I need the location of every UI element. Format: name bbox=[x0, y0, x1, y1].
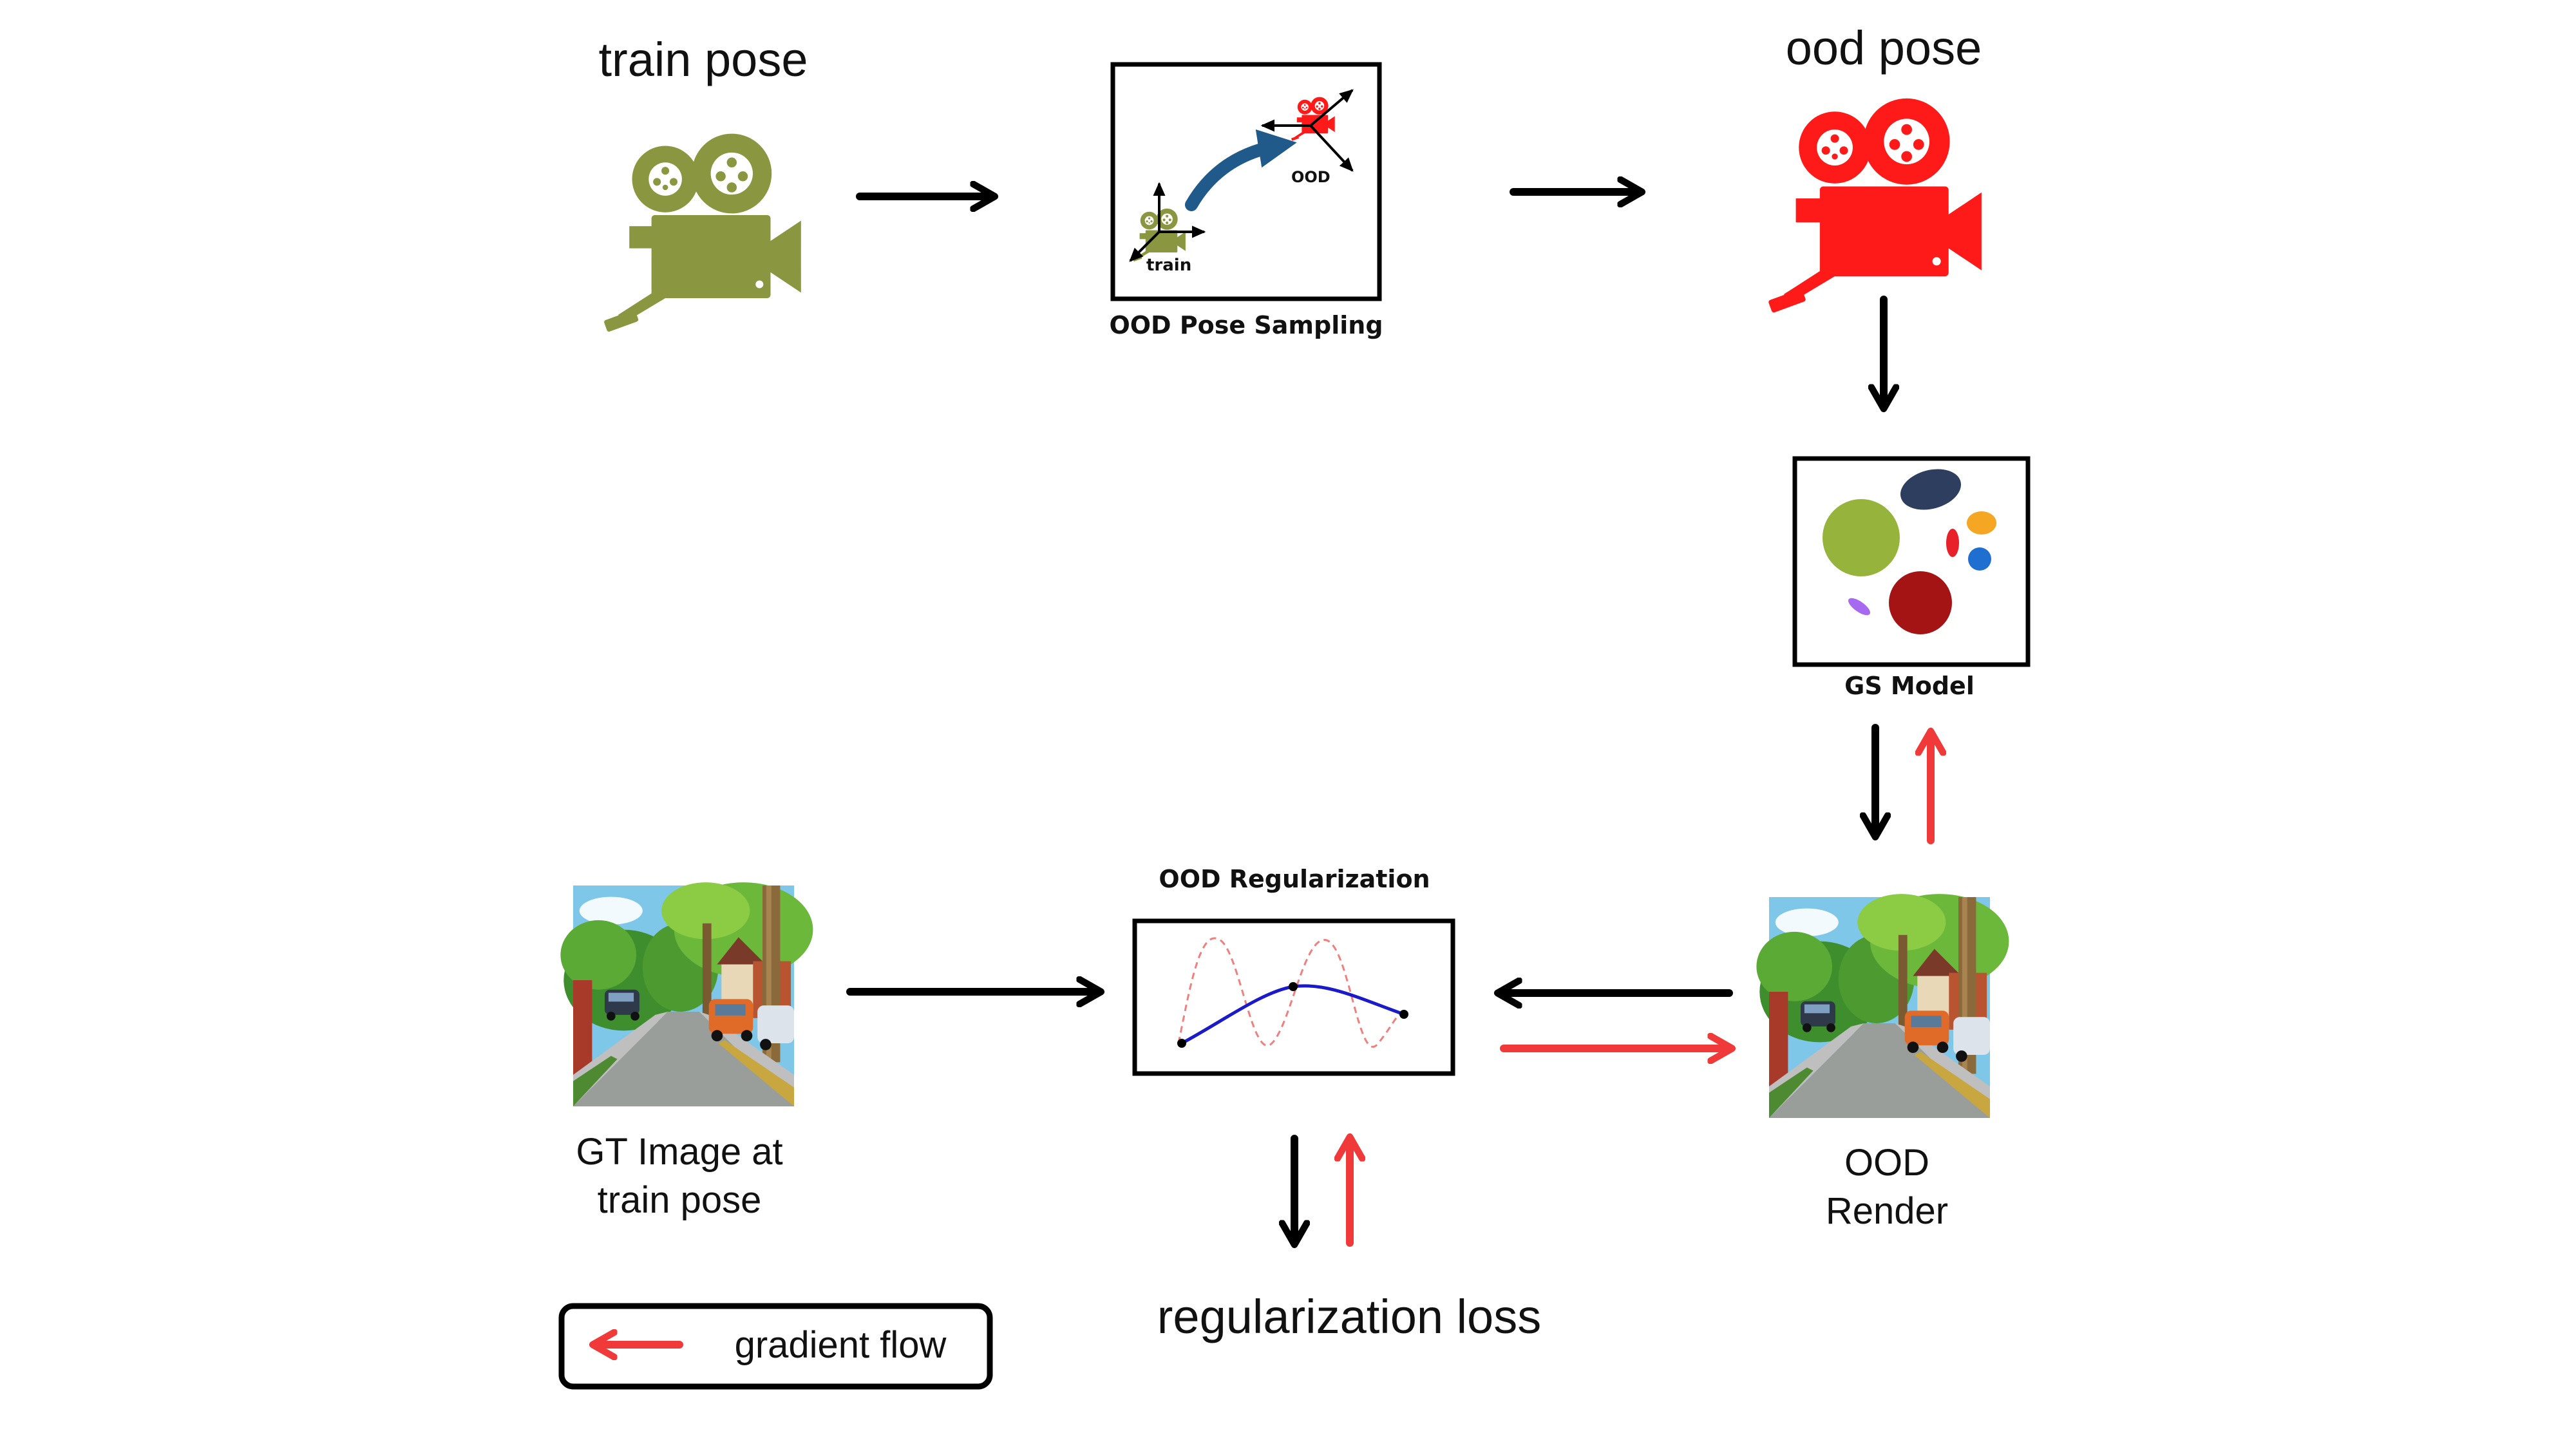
ood-render-caption-line2: Render bbox=[1826, 1190, 1948, 1232]
ood-regularization-caption: OOD Regularization bbox=[1159, 865, 1430, 893]
gt-image-caption-line2: train pose bbox=[598, 1179, 762, 1221]
ood-camera-icon bbox=[1768, 98, 1982, 314]
train-axes bbox=[1129, 182, 1206, 262]
curve-point bbox=[1177, 1039, 1186, 1048]
gaussian-darkred bbox=[1889, 571, 1952, 634]
train-label: train bbox=[1146, 256, 1191, 275]
gaussian-navy bbox=[1900, 469, 1962, 510]
gaussian-blue bbox=[1968, 547, 1991, 571]
regularization-dashed-curve bbox=[1177, 937, 1408, 1048]
gt-image-caption-line1: GT Image at bbox=[576, 1131, 782, 1173]
curve-point bbox=[1289, 982, 1298, 991]
gaussian-purple bbox=[1848, 598, 1871, 616]
ood-pose-sampling-caption: OOD Pose Sampling bbox=[1109, 311, 1383, 339]
ood-render-image bbox=[1756, 894, 2009, 1118]
gaussian-orange bbox=[1967, 511, 1996, 535]
ood-label: OOD bbox=[1291, 168, 1331, 186]
ood-pose-title: ood pose bbox=[1786, 21, 1982, 75]
sampling-curve-arrow bbox=[1185, 129, 1297, 211]
gt-image bbox=[560, 882, 813, 1106]
train-camera-icon bbox=[603, 133, 801, 332]
ood-pose-sampling-box: train OOD bbox=[1110, 62, 1382, 301]
regularization-loss-label: regularization loss bbox=[1157, 1290, 1541, 1343]
gaussian-green bbox=[1823, 499, 1900, 576]
legend-box: gradient flow bbox=[558, 1303, 993, 1390]
gaussian-red-small bbox=[1946, 529, 1959, 557]
gs-model-box bbox=[1792, 456, 2031, 667]
train-pose-title: train pose bbox=[599, 33, 808, 86]
ood-regularization-box bbox=[1132, 918, 1455, 1076]
ood-render-caption-line1: OOD bbox=[1844, 1142, 1929, 1184]
curve-point bbox=[1399, 1010, 1408, 1019]
legend-label: gradient flow bbox=[735, 1324, 947, 1366]
ood-axes bbox=[1260, 89, 1354, 172]
gs-model-caption: GS Model bbox=[1844, 672, 1975, 700]
